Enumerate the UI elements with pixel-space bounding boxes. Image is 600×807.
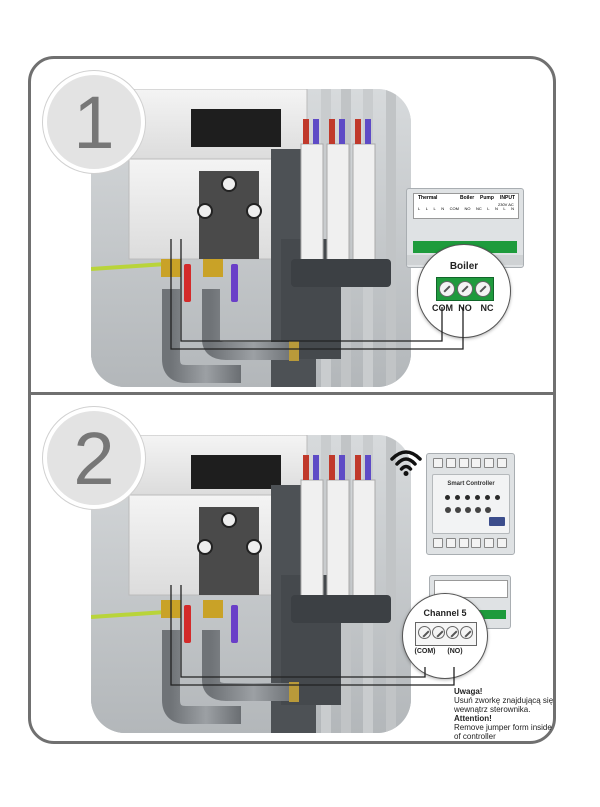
screw-terminal [432, 626, 445, 639]
step-1-panel: 1 Thermal Boiler Pump INPUT 230V AC L L … [31, 59, 553, 392]
label-boiler: Boiler [460, 195, 475, 201]
terminal-letter: L [418, 206, 421, 211]
channel-button [475, 507, 481, 513]
step-number-1: 1 [43, 71, 145, 173]
led [455, 495, 460, 500]
screw-terminal [439, 281, 455, 297]
controller-face: Smart Controller [432, 474, 510, 534]
terminal-letter: N [441, 206, 445, 211]
label-thermal: Thermal [418, 195, 438, 201]
note-en-text-1: Remove jumper form inside [454, 723, 552, 732]
screw-terminal [418, 626, 431, 639]
wiring-lines [170, 585, 455, 686]
wire-com [180, 239, 443, 342]
terminal-letter: L [433, 206, 436, 211]
note-pl-text-2: wewnątrz sterownika. [454, 705, 531, 714]
step-divider [28, 392, 556, 395]
screw-terminal [457, 281, 473, 297]
label-pump: Pump [480, 195, 494, 201]
manifold-drawing [91, 435, 411, 733]
note-pl-title: Uwaga! [454, 687, 483, 696]
terminal-letter: COM [449, 206, 459, 211]
relay-label-panel: Thermal Boiler Pump INPUT 230V AC L L L … [413, 193, 519, 219]
screw-terminal [460, 626, 473, 639]
heating-manifold-illustration [91, 89, 411, 387]
label-voltage: 230V AC [498, 202, 514, 207]
boiler-terminal-magnifier: Boiler COM NO NC [417, 244, 511, 338]
screw-terminal [446, 626, 459, 639]
channel-button [455, 507, 461, 513]
manifold-drawing [91, 89, 411, 387]
controller-top-terminals [433, 458, 507, 470]
step-2-panel: 2 Smart Controller [31, 395, 553, 741]
terminal-letter: L [487, 206, 490, 211]
warning-note: Uwaga! Usuń zworkę znajdującą się wewnąt… [454, 687, 554, 741]
magnifier-title: Boiler [449, 261, 479, 272]
step-number-2: 2 [43, 407, 145, 509]
terminal-block [436, 277, 494, 301]
led [445, 495, 450, 500]
terminal-letter: L [503, 206, 506, 211]
terminal-letter: L [425, 206, 428, 211]
wiring-lines [170, 239, 464, 350]
label-input: INPUT [500, 195, 515, 201]
controller-name: Smart Controller [447, 481, 495, 487]
terminal-letter: N [511, 206, 514, 211]
terminal-block [415, 622, 477, 646]
terminal-label-no: NO [458, 303, 472, 313]
terminal-label-nc: NC [480, 303, 494, 313]
brand-logo-icon [489, 517, 505, 526]
channel-5-terminal-magnifier: Channel 5 (COM) (NO) [402, 593, 488, 679]
terminal-letter: NC [475, 206, 482, 211]
heating-manifold-illustration [91, 435, 411, 733]
led [475, 495, 480, 500]
wifi-icon [390, 450, 422, 476]
terminal-label-no: (NO) [447, 648, 463, 655]
channel-button [445, 507, 451, 513]
terminal-letters-row: L L L N COM NO NC L N L N [418, 206, 514, 215]
terminal-letter: N [494, 206, 498, 211]
led [465, 495, 470, 500]
note-en-title: Attention! [454, 714, 492, 723]
wire-no [170, 585, 455, 686]
magnifier-title: Channel 5 [423, 608, 467, 618]
channel-button [485, 507, 491, 513]
note-en-text-2: of controller [454, 732, 496, 741]
terminal-label-com: (COM) [414, 648, 436, 655]
led [485, 495, 490, 500]
terminal-letter: NO [464, 206, 471, 211]
controller-bottom-terminals [433, 538, 507, 550]
wire-com [180, 585, 426, 678]
channel-button [465, 507, 471, 513]
screw-terminal [475, 281, 491, 297]
wire-no [170, 239, 464, 350]
led [495, 495, 500, 500]
note-pl-text-1: Usuń zworkę znajdującą się [454, 696, 554, 705]
smart-controller-device: Smart Controller [426, 453, 515, 555]
